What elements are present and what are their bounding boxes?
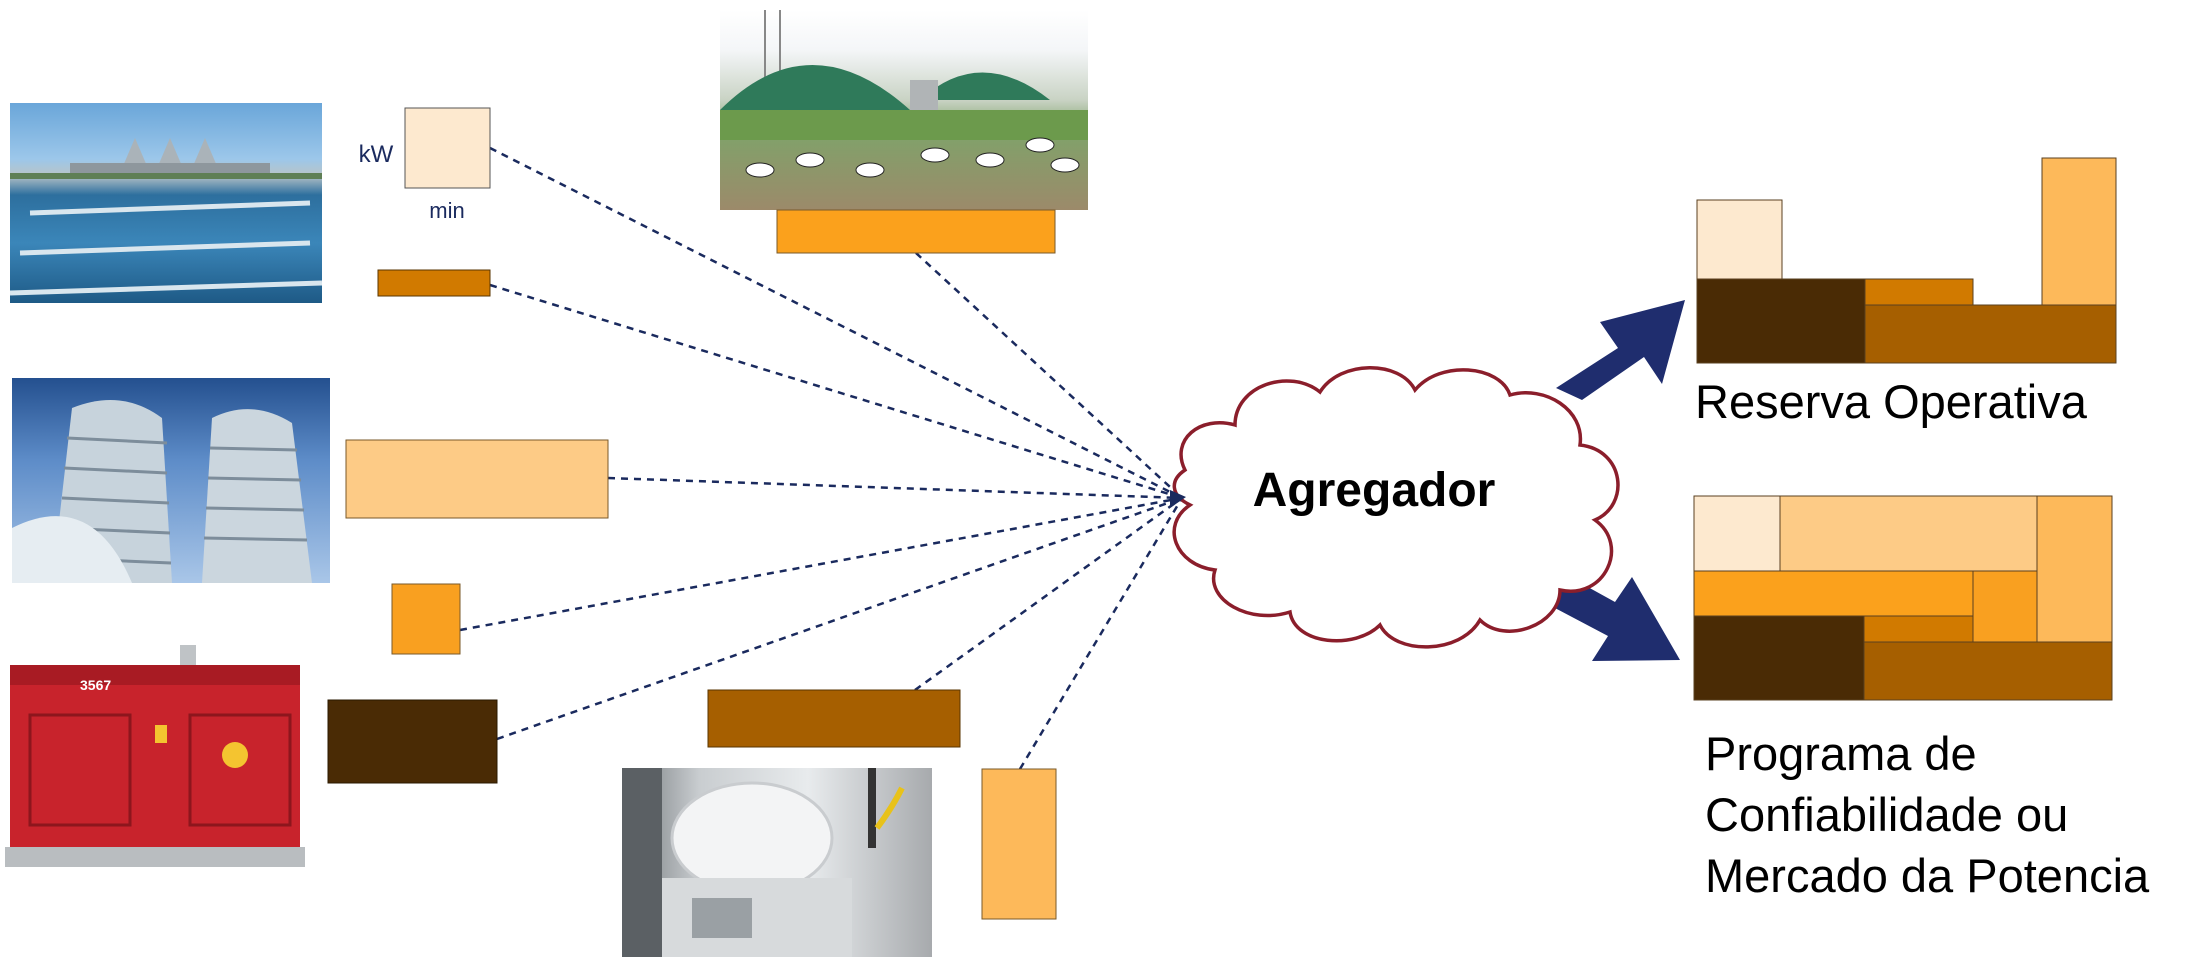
biogas-farm-block (776, 209, 1056, 254)
reserve-label: Reserva Operativa (1695, 375, 2088, 428)
link-convergence-arrowhead (1170, 490, 1186, 508)
diesel-generator-block (327, 699, 498, 784)
link-small (459, 496, 1183, 632)
legend-block (404, 107, 491, 189)
link-biogas (915, 252, 1183, 499)
small-load-block (391, 583, 461, 655)
reserve-stack (1696, 157, 2117, 364)
biogas-farm-photo (720, 10, 1088, 210)
program-stack (1693, 495, 2113, 701)
link-office (607, 476, 1183, 500)
link-generator (496, 496, 1183, 741)
program-label-line-2: Confiabilidade ou (1705, 788, 2068, 841)
legend-unit-x: min (429, 198, 464, 223)
program-label-line-1: Programa de (1705, 727, 1977, 780)
link-process (1018, 497, 1184, 770)
link-water (489, 283, 1183, 500)
arrow-to-reserve (1556, 300, 1685, 400)
office-building-photo (12, 378, 330, 583)
program-label-line-3: Mercado da Potencia (1705, 849, 2150, 902)
diesel-generator-photo: 3567 (5, 635, 305, 870)
legend-unit-y: kW (359, 141, 394, 168)
office-building-block (345, 439, 609, 519)
paper-mill-block (707, 689, 961, 748)
water-treatment-block (377, 269, 491, 297)
link-paper (914, 496, 1183, 692)
industrial-process-block (981, 768, 1057, 920)
aggregator-cloud (1172, 366, 1620, 649)
water-treatment-photo (10, 103, 322, 303)
svg-text:3567: 3567 (80, 677, 111, 693)
aggregator-label: Agregador (1253, 464, 1496, 517)
paper-mill-photo (622, 768, 932, 957)
